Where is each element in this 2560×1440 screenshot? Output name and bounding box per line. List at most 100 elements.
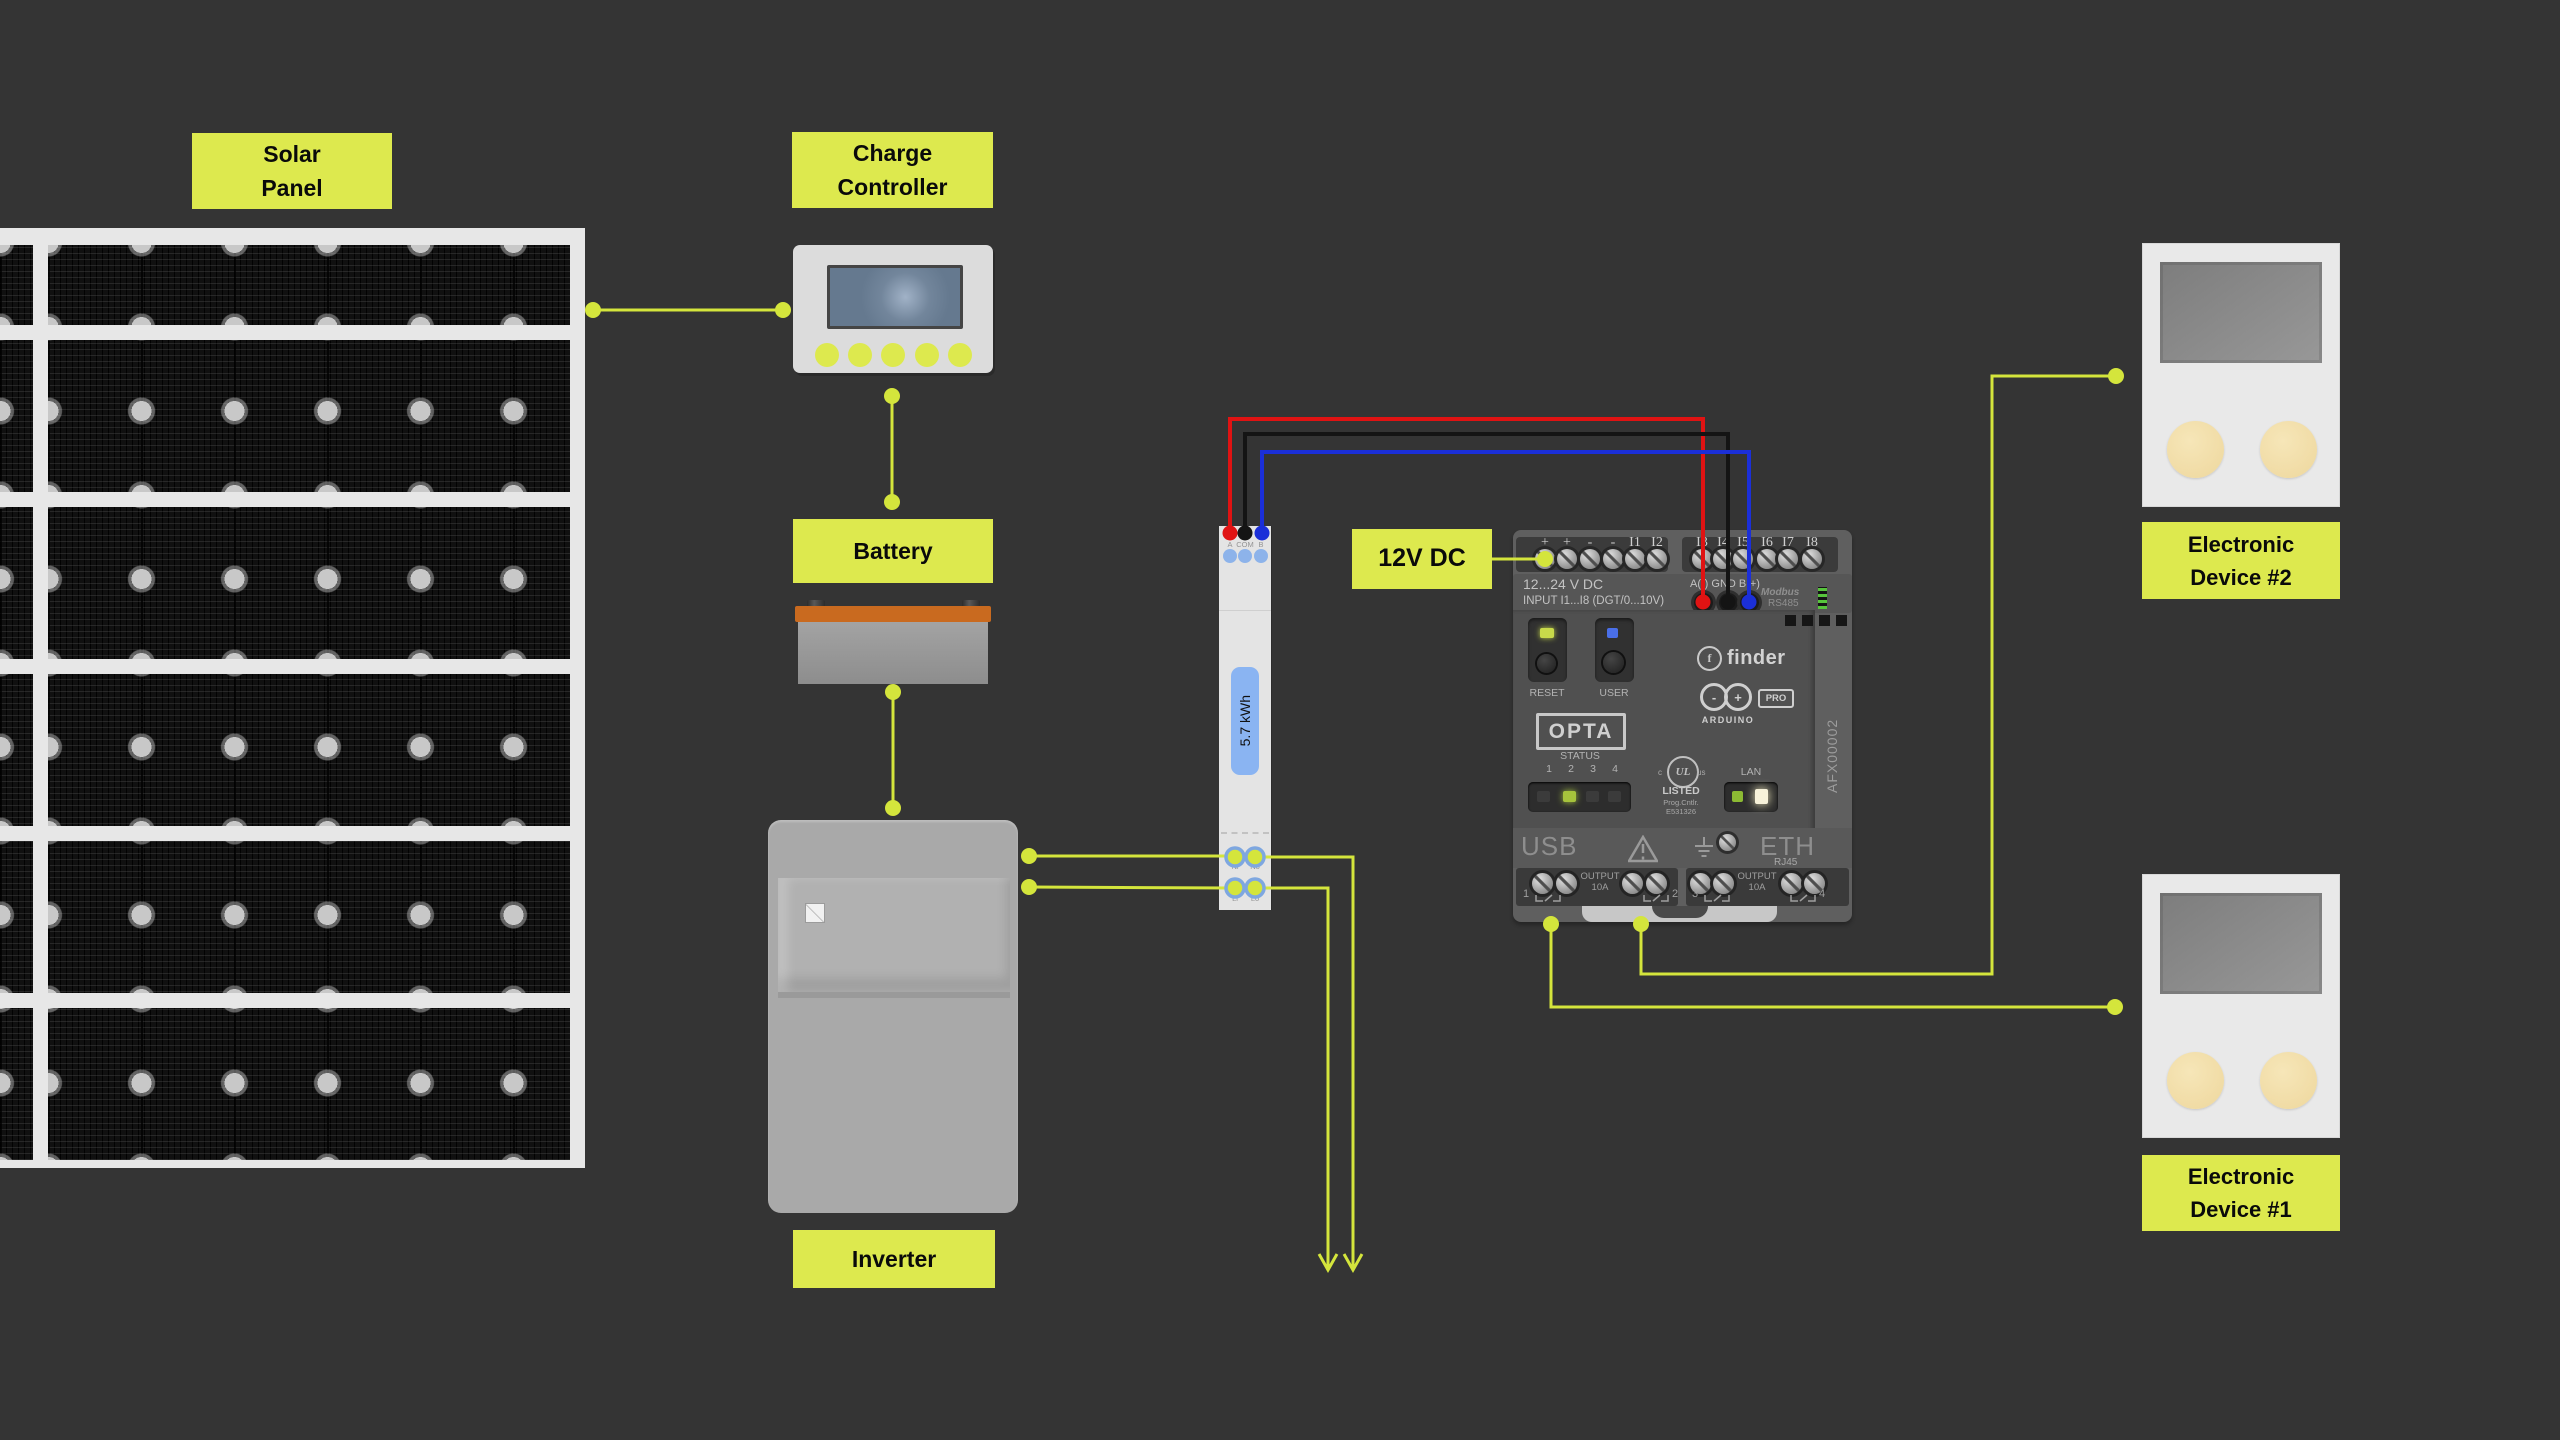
meter-terminal-label-b: B [1258,540,1264,549]
plc-vent-square-1 [1785,615,1796,626]
output-screw-4a [1781,873,1802,894]
warning-icon [1628,835,1658,863]
meter-terminal-label-lo: Lo [1250,894,1260,903]
part-number: AFX00002 [1824,718,1840,793]
din-rail-clip [1582,906,1777,922]
relay-contact-icon-4 [1790,894,1816,902]
output-number-2: 2 [1672,888,1679,900]
charge-controller [793,245,993,373]
meter-reading: 5.7 kWh [1237,695,1253,747]
charge-controller-button-3 [881,343,905,367]
battery [793,600,993,688]
charge-controller-label: Charge Controller [792,132,993,208]
solar-panel-cells-main [48,245,570,1160]
wire-meter-lo-output [1255,886,1339,1274]
ul-cert-number: E531326 [1665,807,1697,816]
status-label: STATUS [1560,750,1600,762]
status-led-strip [1528,782,1631,812]
lan-led-active [1755,789,1768,804]
user-knob [1603,652,1624,673]
ul-us-mark: us [1697,768,1706,777]
output-screw-1b [1556,873,1577,894]
ul-prog-label: Prog.Cntlr. [1663,798,1699,807]
device-2-button-left [2167,421,2224,478]
status-number-3: 3 [1590,763,1596,775]
battery-lid [795,606,991,622]
arrow-down-icon [1342,1253,1364,1274]
reset-button-label: RESET [1529,687,1565,699]
finder-logo-glyph: f [1707,651,1712,665]
output-amps-right: 10A [1748,882,1766,893]
finder-logo-icon: f [1697,646,1722,671]
supply-label-text: 12V DC [1378,544,1466,573]
plc-screw-i6 [1757,549,1777,569]
meter-terminal-a [1223,549,1237,563]
wire-battery-to-inverter [885,684,901,816]
pro-badge: PRO [1758,689,1794,708]
plc-screw-minus1 [1580,549,1600,569]
ul-c-mark: c [1658,768,1662,777]
plc-screw-i3 [1692,549,1712,569]
relay-contact-icon-3 [1704,894,1730,902]
plc-rs485-label: RS485 [1768,598,1799,609]
finder-logo: f finder [1697,646,1786,671]
device-1-button-right [2260,1052,2317,1109]
output-screw-3b [1713,873,1734,894]
reset-knob [1537,654,1556,673]
plc-screw-i2 [1647,549,1667,569]
meter-terminal-label-no: No [1250,862,1260,871]
plc-opta: + + - - I1 I2 I3 I4 I5 I6 I7 I8 12...24 … [1513,523,1852,923]
arduino-logo-plus-ring: + [1724,683,1752,711]
reset-button [1528,618,1567,682]
rj45-label: RJ45 [1774,857,1798,868]
status-led-4 [1608,791,1621,802]
charge-controller-button-2 [848,343,872,367]
wire-inverter-to-meter-li [1021,879,1231,895]
plc-input-range-label: INPUT I1...I8 (DGT/0...10V) [1523,595,1665,607]
device-2-label-line1: Electronic [2187,531,2295,557]
electronic-device-1 [2142,874,2340,1138]
plc-vent-square-2 [1802,615,1813,626]
solar-panel-label-line2: Panel [261,175,323,201]
lan-led-green [1732,791,1743,802]
charge-controller-label-line2: Controller [837,174,948,200]
opta-model-text: OPTA [1548,719,1614,743]
charge-controller-label-line1: Charge [852,139,933,166]
wire-inverter-to-meter-ni [1021,848,1230,864]
plc-screw-i8 [1802,549,1822,569]
charge-controller-button-4 [915,343,939,367]
inverter-panel [778,878,1010,998]
user-button [1595,618,1634,682]
wire-controller-to-battery [884,388,900,510]
device-2-screen [2160,262,2322,363]
plc-screw-plus1 [1535,549,1555,569]
output-amps-left: 10A [1591,882,1609,893]
arduino-wordmark: ARDUINO [1701,715,1755,725]
arrow-down-icon [1317,1253,1339,1274]
output-label-left: OUTPUT [1580,871,1620,882]
meter-display: 5.7 kWh [1231,667,1259,775]
solar-panel-cells-left [0,245,33,1160]
status-number-2: 2 [1568,763,1574,775]
ul-logo-text: UL [1675,766,1691,778]
finder-brand-text: finder [1727,647,1786,669]
wire-meter-no-output [1255,855,1364,1274]
solar-panel-label-line1: Solar [263,140,321,167]
status-number-4: 4 [1612,763,1618,775]
meter-terminal-label-ni: Ni [1231,862,1239,871]
relay-contact-icon-2 [1643,894,1669,902]
energy-meter: A COM B 5.7 kWh Ni No Li Lo [1219,526,1271,910]
status-number-1: 1 [1546,763,1552,775]
charge-controller-button-5 [948,343,972,367]
device-1-label: Electronic Device #1 [2142,1155,2340,1231]
output-number-4: 4 [1819,888,1826,900]
plc-rs485-terminal-label: A(-) GND B(+) [1690,578,1760,590]
meter-terminal-label-li: Li [1232,894,1238,903]
wire-plc-output1-to-device1 [1543,916,2123,1015]
charge-controller-screen [827,265,963,329]
plc-screw-i1 [1625,549,1645,569]
device-2-button-right [2260,421,2317,478]
device-1-screen [2160,893,2322,994]
output-label-right: OUTPUT [1737,871,1777,882]
